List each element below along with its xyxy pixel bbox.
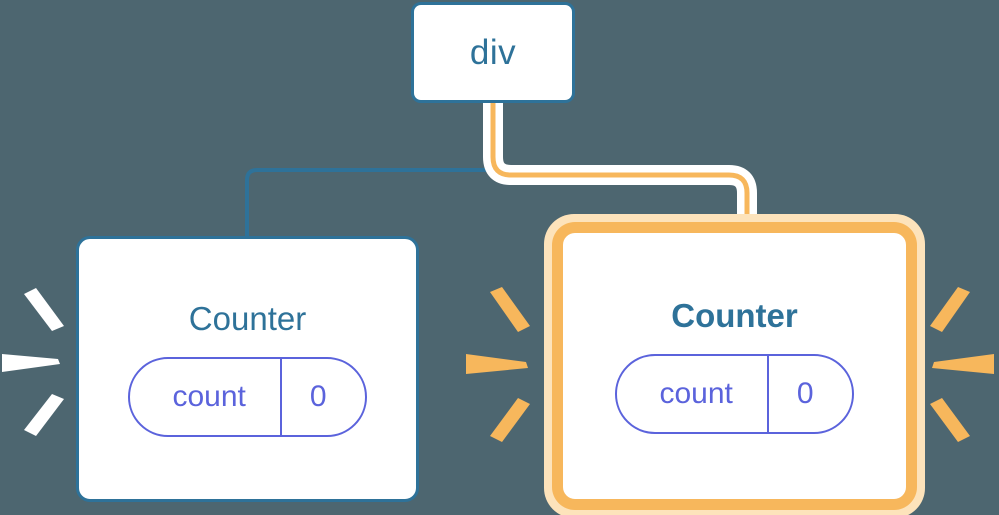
state-value-left: 0 — [279, 358, 365, 435]
node-counter-right[interactable]: Counter count 0 — [563, 233, 906, 499]
edge-div-to-counter-left — [245, 103, 495, 238]
node-counter-right-label: Counter — [671, 296, 798, 334]
node-counter-left-label: Counter — [188, 299, 307, 337]
edge-div-to-counter-right — [490, 103, 750, 240]
node-counter-left[interactable]: Counter count 0 — [76, 236, 419, 502]
state-value-right: 0 — [766, 355, 852, 432]
edge-highlight-halo — [483, 103, 757, 240]
state-pill-right: count 0 — [615, 353, 854, 434]
node-div-label: div — [469, 33, 517, 72]
state-key-left: count — [172, 379, 246, 413]
state-key-right: count — [659, 376, 733, 410]
state-pill-left: count 0 — [128, 356, 367, 437]
node-div[interactable]: div — [411, 2, 575, 103]
